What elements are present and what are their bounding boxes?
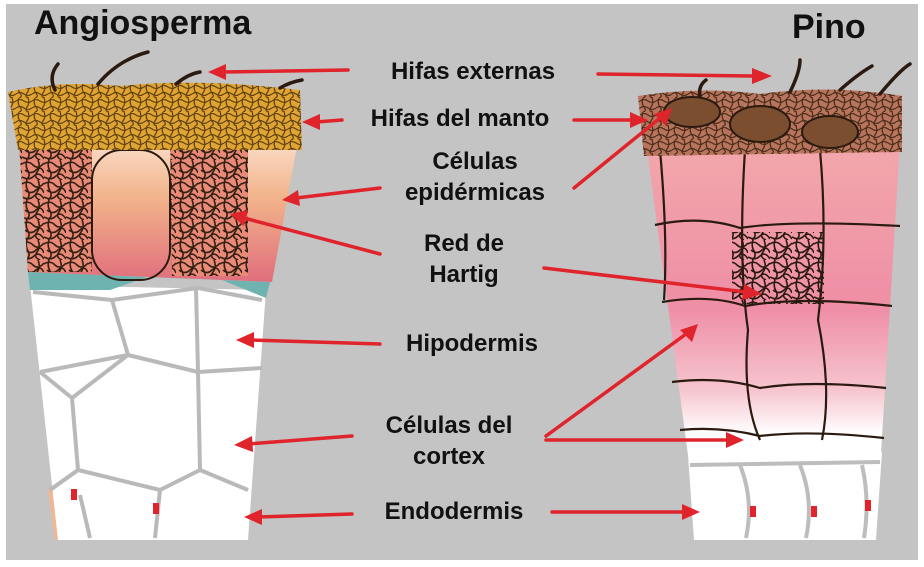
label-celulas-cortex-line2: cortex	[354, 441, 544, 472]
label-celulas-cortex: Células del cortex	[354, 410, 544, 472]
label-celulas-epidermicas: Células epidérmicas	[370, 146, 580, 208]
pine-root-section	[638, 60, 910, 540]
label-hifas-manto: Hifas del manto	[334, 103, 586, 134]
label-red-hartig: Red de Hartig	[384, 228, 544, 290]
label-red-hartig-line2: Hartig	[384, 259, 544, 290]
angiosperm-root-section	[8, 52, 302, 540]
cortex-tissue-left	[30, 285, 266, 540]
label-celulas-cortex-line1: Células del	[354, 410, 544, 441]
title-angiosperm: Angiosperma	[34, 4, 251, 43]
label-red-hartig-line1: Red de	[384, 228, 544, 259]
title-pine: Pino	[792, 8, 866, 47]
label-endodermis: Endodermis	[354, 496, 554, 527]
label-celulas-epidermicas-line2: epidérmicas	[370, 177, 580, 208]
label-hifas-externas: Hifas externas	[350, 56, 596, 87]
label-hipodermis: Hipodermis	[380, 328, 564, 359]
label-celulas-epidermicas-line1: Células	[370, 146, 580, 177]
